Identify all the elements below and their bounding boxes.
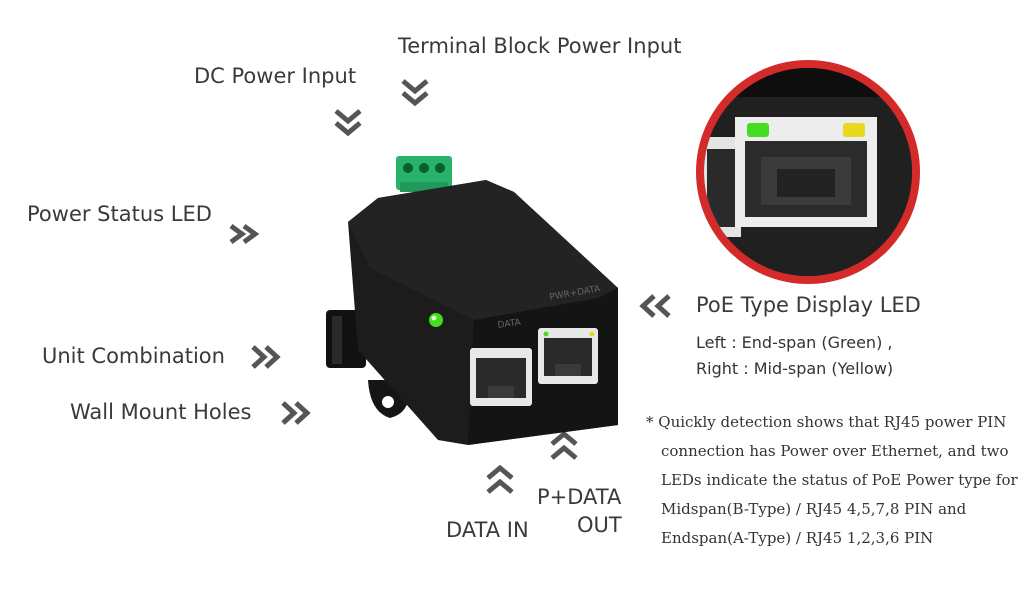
note-line: Midspan(B-Type) / RJ45 4,5,7,8 PIN and	[661, 500, 967, 518]
wall-mount-holes-label: Wall Mount Holes	[70, 400, 252, 424]
chevron-right-icon	[251, 345, 281, 369]
rj45-port-pdata-out	[538, 328, 598, 384]
chevron-up-icon	[550, 430, 578, 460]
note-line: LEDs indicate the status of PoE Power ty…	[661, 471, 1018, 489]
chevron-left-icon	[639, 294, 671, 318]
pdata-out-label-line1: P+DATA	[537, 485, 622, 509]
poe-injector-device: DATA PWR+DATA	[326, 156, 618, 445]
chevron-up-icon	[486, 464, 514, 494]
terminal-block-label: Terminal Block Power Input	[398, 34, 682, 58]
poe-right-text: Right : Mid-span (Yellow)	[696, 359, 894, 378]
led-green-indicator	[747, 123, 769, 137]
pdata-out-label-line2: OUT	[577, 513, 622, 537]
dc-power-label: DC Power Input	[194, 64, 357, 88]
chevron-down-icon	[401, 79, 429, 107]
data-in-label: DATA IN	[446, 518, 529, 542]
chevron-right-icon	[281, 401, 311, 425]
poe-detection-note: * Quickly detection shows that RJ45 powe…	[646, 408, 1018, 553]
port-label-data: DATA	[497, 318, 522, 331]
unit-combination-label: Unit Combination	[42, 344, 225, 368]
zoom-inset-led-detail	[696, 60, 920, 284]
note-line: connection has Power over Ethernet, and …	[661, 442, 1009, 460]
chevron-down-icon	[334, 109, 362, 137]
poe-left-text: Left : End-span (Green) ,	[696, 333, 893, 352]
led-yellow-indicator	[843, 123, 865, 137]
terminal-block	[396, 156, 452, 192]
poe-type-display-label: PoE Type Display LED	[696, 293, 921, 317]
note-line: * Quickly detection shows that RJ45 powe…	[646, 413, 1007, 431]
chevron-right-icon	[229, 223, 260, 245]
power-status-led-label: Power Status LED	[27, 202, 212, 226]
note-line: Endspan(A-Type) / RJ45 1,2,3,6 PIN	[661, 529, 934, 547]
rj45-port-data-in	[470, 348, 532, 406]
